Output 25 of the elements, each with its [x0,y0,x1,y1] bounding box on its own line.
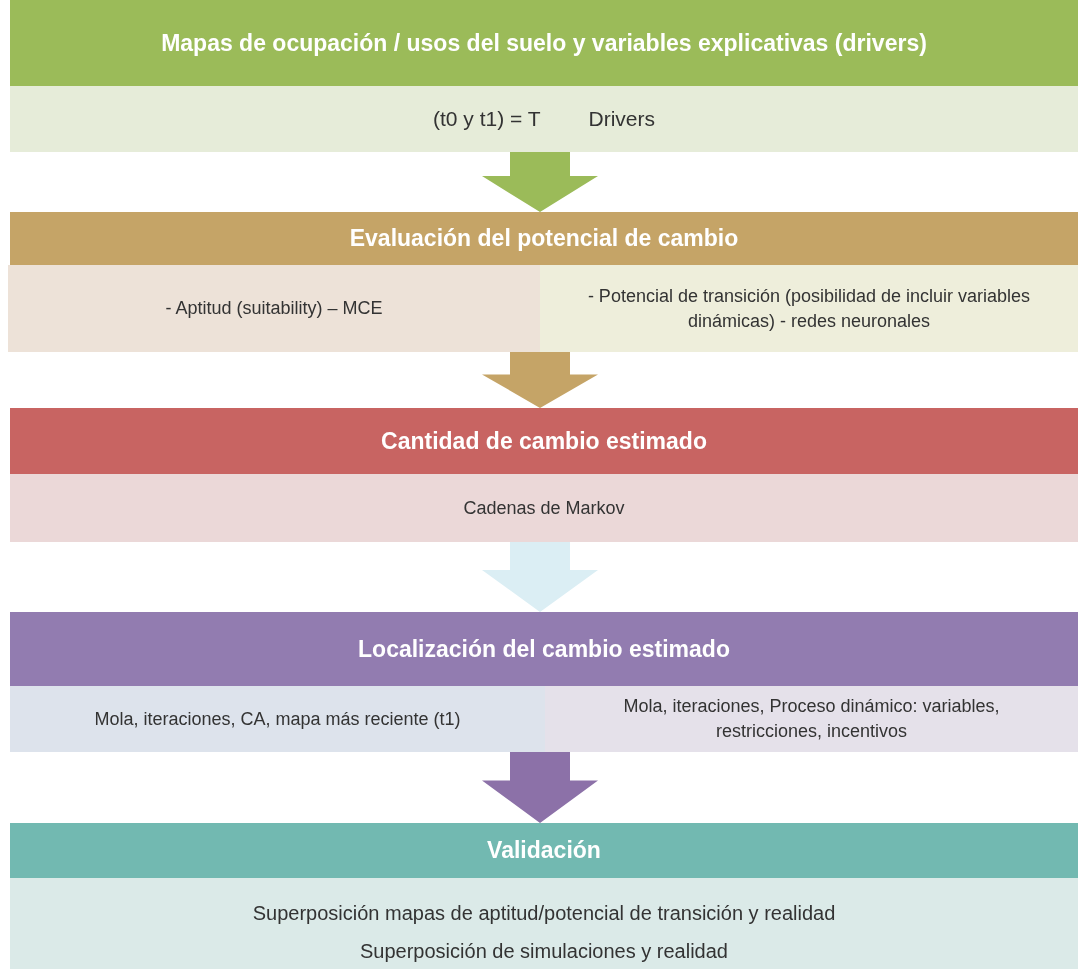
stage-panel [10,878,1078,969]
panel-text: Superposición mapas de aptitud/potencial de transición y realidad [252,900,836,926]
panel-text: Drivers [588,106,656,133]
stage-panel [8,265,540,352]
stage-header: Evaluación del potencial de cambio [10,212,1078,265]
block-arrow [482,752,598,823]
stage-panel [540,265,1078,352]
stage-panel [10,686,545,752]
panel-text: - Potencial de transición (posibilidad de incluir variables dinámicas) - redes neuronales [586,284,1032,333]
stage-header: Mapas de ocupación / usos del suelo y variables explicativas (drivers) [10,0,1078,86]
stage-panel [10,86,1078,152]
block-arrow [482,152,598,212]
panel-text: Superposición de simulaciones y realidad [360,938,728,964]
stage-header: Cantidad de cambio estimado [10,408,1078,474]
panel-text: - Aptitud (suitability) – MCE [165,297,383,321]
panel-text: Mola, iteraciones, CA, mapa más reciente (t1) [94,707,461,731]
block-arrow [482,352,598,408]
stage-header: Localización del cambio estimado [10,612,1078,686]
panel-text: (t0 y t1) = T [432,106,541,133]
stage-header: Validación [10,823,1078,878]
stage-panel [545,686,1078,752]
block-arrow [482,542,598,612]
panel-text: Mola, iteraciones, Proceso dinámico: variables, restricciones, incentivos [622,695,1001,743]
stage-panel [10,474,1078,542]
panel-text: Cadenas de Markov [463,496,625,520]
